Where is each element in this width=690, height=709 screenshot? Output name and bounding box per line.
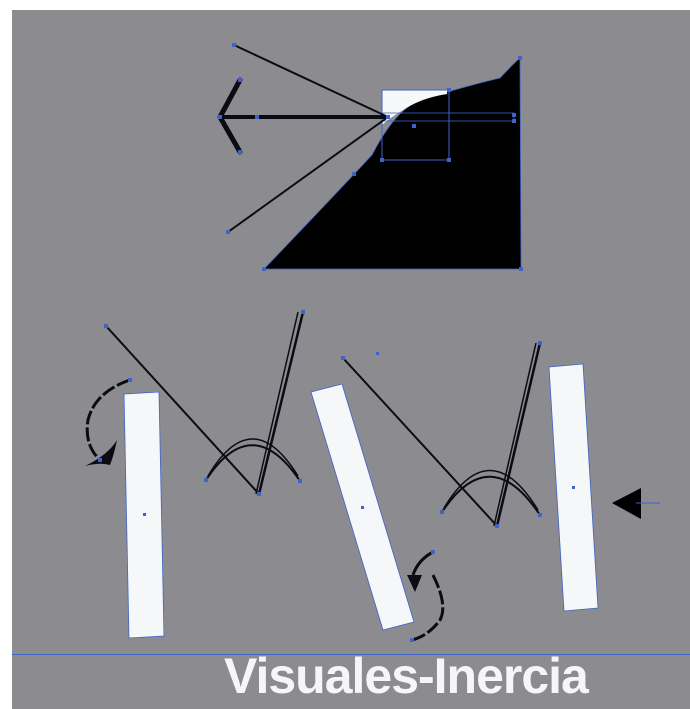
top-perspective-figure[interactable] [217,43,523,271]
curved-arrow-icon[interactable] [85,378,131,466]
left-arrow-icon[interactable] [217,77,388,155]
caption-title: Visuales-Inercia [224,648,589,704]
arc-left[interactable] [205,444,301,482]
anchor-points [218,43,523,271]
bottom-inertia-figure[interactable] [85,310,660,642]
curved-arrow-icon[interactable] [407,550,445,642]
diagonal-line-right-1[interactable] [342,357,498,527]
bottom-anchor-points [98,310,542,642]
perspective-line-lower[interactable] [227,116,389,233]
white-square-shape[interactable] [382,90,447,125]
selection-box[interactable] [381,89,450,161]
arc-right[interactable] [441,475,541,516]
diagonal-line-right-2[interactable] [495,342,542,527]
guide-line [12,654,690,655]
diagonal-line-left-1[interactable] [105,325,260,495]
diagonal-line-left-2[interactable] [257,311,305,495]
arrowhead-icon[interactable] [612,488,660,519]
perspective-line-upper[interactable] [233,44,389,118]
